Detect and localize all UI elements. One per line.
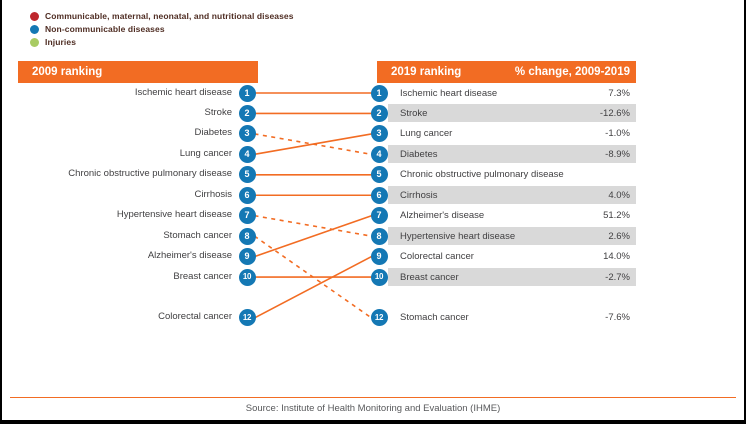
change-value-2019: 51.2% [603,210,630,222]
table-row-2019: Lung cancer -1.0% [388,125,636,143]
legend-item-label: Communicable, maternal, neonatal, and nu… [45,11,294,21]
rank-badge-2009: 8 [238,227,256,245]
legend-item: Non-communicable diseases [30,23,294,35]
legend-item: Communicable, maternal, neonatal, and nu… [30,10,294,22]
rank-label-2009: Stomach cancer [163,229,232,241]
rank-badge-2019: 9 [370,248,388,266]
header-2019-label: 2019 ranking [391,66,462,78]
rank-badge-2019: 6 [370,186,388,204]
header-2019-ranking: 2019 ranking % change, 2009-2019 [377,61,636,83]
rank-badge-2009: 7 [238,207,256,225]
table-row-2019: Chronic obstructive pulmonary disease [388,166,636,184]
slope-line-dashed [254,133,372,156]
disease-label-2019: Chronic obstructive pulmonary disease [400,169,564,181]
change-value-2019: 7.3% [608,87,630,99]
footer-divider [10,397,736,398]
rank-label-2009: Breast cancer [173,270,232,282]
rank-badge-2009: 5 [238,166,256,184]
disease-label-2019: Breast cancer [400,271,459,283]
table-row-2019: Colorectal cancer 14.0% [388,248,636,266]
disease-label-2019: Alzheimer's disease [400,210,485,222]
header-2009-ranking: 2009 ranking [18,61,258,83]
legend-dot-noncommunicable-icon [30,24,39,34]
change-value-2019: -7.6% [605,312,630,324]
legend-item-label: Injuries [45,37,77,47]
legend: Communicable, maternal, neonatal, and nu… [30,10,294,49]
rank-badge-2009: 10 [238,268,256,286]
table-row-2019: Stroke -12.6% [388,104,636,123]
slope-line-solid [254,214,372,258]
rank-badge-2009: 6 [238,186,256,204]
rank-label-2009: Alzheimer's disease [147,250,232,262]
rank-label-2009: Cirrhosis [194,188,232,200]
disease-label-2019: Stomach cancer [400,312,469,324]
slope-line-solid [254,255,372,319]
rank-badge-2019: 10 [370,268,388,286]
change-value-2019: -2.7% [605,271,630,283]
change-value-2019: -12.6% [599,107,630,119]
disease-label-2019: Stroke [400,107,428,119]
rank-label-2009: Diabetes [194,127,233,139]
rank-label-2009: Hypertensive heart disease [116,209,232,221]
rank-label-2009: Lung cancer [179,147,232,159]
legend-dot-injuries-icon [30,37,39,47]
rank-badge-2019: 5 [370,166,388,184]
change-value-2019: 14.0% [603,251,630,263]
disease-label-2019: Diabetes [400,148,438,160]
rank-badge-2019: 7 [370,207,388,225]
rank-badge-2009: 4 [238,145,256,163]
rank-label-2009: Stroke [204,106,232,118]
disease-label-2019: Hypertensive heart disease [400,230,516,242]
disease-label-2019: Colorectal cancer [400,251,474,263]
change-value-2019: 2.6% [608,230,630,242]
rank-badge-2019: 12 [370,309,388,327]
header-change-label: % change, 2009-2019 [514,66,630,78]
source-text: Source: Institute of Health Monitoring a… [245,403,501,414]
table-row-2019: Ischemic heart disease 7.3% [388,84,636,102]
change-value-2019: -8.9% [605,148,630,160]
rank-badge-2009: 1 [238,84,256,102]
slope-line-solid [254,133,372,156]
rank-badge-2019: 4 [370,145,388,163]
disease-label-2019: Lung cancer [400,128,453,140]
disease-label-2019: Ischemic heart disease [400,87,498,99]
table-row-2019: Stomach cancer -7.6% [388,309,636,327]
header-2009-label: 2009 ranking [32,66,103,78]
rank-label-2009: Colorectal cancer [158,311,232,323]
legend-item: Injuries [30,36,294,48]
rank-badge-2009: 9 [238,248,256,266]
rank-badge-2019: 8 [370,227,388,245]
slope-line-dashed [254,214,372,237]
table-row-2019: Cirrhosis 4.0% [388,186,636,205]
rank-badge-2009: 12 [238,309,256,327]
rank-badge-2009: 2 [238,104,256,122]
rank-badge-2009: 3 [238,125,256,143]
table-row-2019: Hypertensive heart disease 2.6% [388,227,636,246]
change-value-2019: 4.0% [608,189,630,201]
table-row-2019: Alzheimer's disease 51.2% [388,207,636,225]
rank-badge-2019: 1 [370,84,388,102]
table-row-2019: Breast cancer -2.7% [388,268,636,287]
rank-label-2009: Chronic obstructive pulmonary disease [68,168,232,180]
change-value-2019: -1.0% [605,128,630,140]
table-row-2019: Diabetes -8.9% [388,145,636,164]
legend-item-label: Non-communicable diseases [45,24,165,34]
rank-badge-2019: 2 [370,104,388,122]
legend-dot-communicable-icon [30,11,39,21]
disease-label-2019: Cirrhosis [400,189,438,201]
rank-badge-2019: 3 [370,125,388,143]
rank-label-2009: Ischemic heart disease [134,86,232,98]
